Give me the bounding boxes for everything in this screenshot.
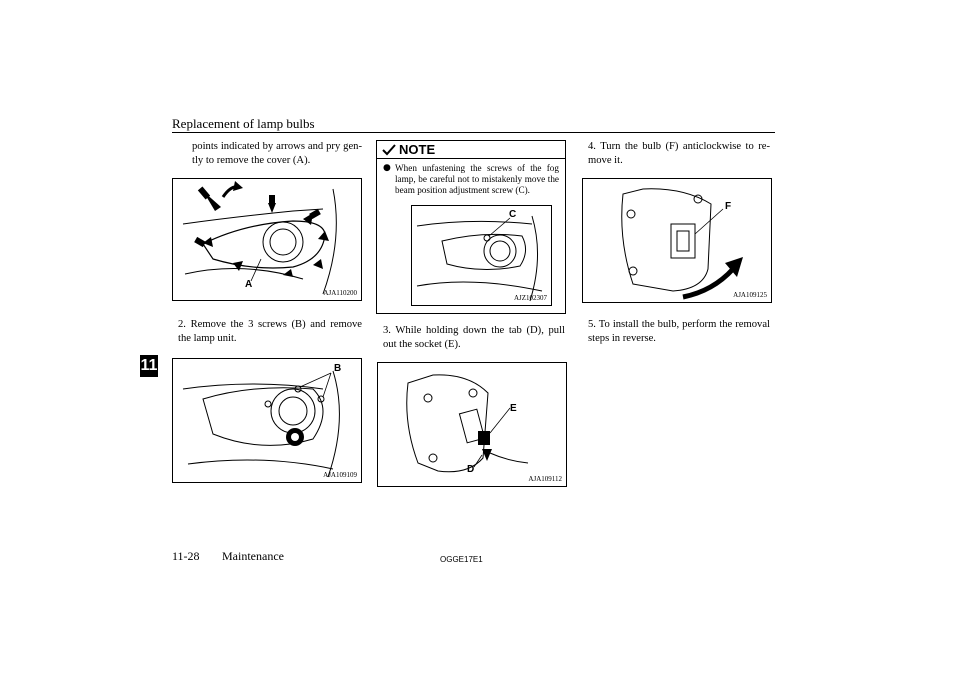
page-number: 11-28: [172, 549, 200, 563]
figure-code: AJA109109: [323, 471, 357, 479]
page-header-title: Replacement of lamp bulbs: [172, 116, 315, 131]
label-a: A: [245, 279, 253, 290]
note-bullet: ● When unfastening the screws of the fog…: [383, 163, 559, 196]
step2-text: 2. Remove the 3 screws (B) and remove th…: [178, 319, 362, 344]
adjust-screw-drawing: [416, 215, 543, 302]
figure-code: AJA109125: [733, 291, 767, 299]
step1-continued-text: points indicated by arrows and pry gen-t…: [192, 141, 362, 166]
note-header: NOTE: [377, 141, 565, 159]
document-code: OGGE17E1: [440, 555, 483, 564]
lamp-screws-drawing: [182, 370, 340, 478]
label-f: F: [725, 201, 732, 212]
step5-text: 5. To install the bulb, perform the remo…: [588, 319, 770, 344]
note-heading: NOTE: [399, 142, 436, 157]
cover-removal-drawing: [182, 181, 337, 295]
check-icon: [382, 144, 396, 156]
socket-removal-drawing: [406, 374, 529, 473]
figure-socket-removal: E D AJA109112: [377, 362, 567, 487]
figure-bulb-removal: F AJA109125: [582, 178, 772, 303]
figure-lamp-screws: B AJA109109: [172, 358, 362, 483]
note-bullet-text: When unfastening the screws of the fog l…: [395, 163, 559, 195]
label-b: B: [334, 363, 342, 374]
chapter-tab: 11: [140, 355, 158, 377]
figure-code: AJZ102307: [513, 294, 547, 302]
section-name: Maintenance: [222, 549, 284, 563]
bullet-icon: ●: [383, 163, 391, 173]
figure-code: AJA109112: [528, 475, 562, 483]
step4-text: 4. Turn the bulb (F) anticlockwise to re…: [588, 141, 770, 166]
step3-text: 3. While holding down the tab (D), pull …: [383, 325, 565, 350]
label-c: C: [509, 209, 517, 220]
figure-cover-removal: A AJA110200: [172, 178, 362, 301]
note-box: NOTE ● When unfastening the screws of th…: [376, 140, 566, 314]
label-d: D: [467, 464, 475, 475]
label-e: E: [510, 403, 517, 414]
bulb-removal-drawing: [621, 188, 743, 300]
header-rule: [172, 132, 775, 133]
figure-code: AJA110200: [323, 289, 357, 297]
figure-adjust-screw: C AJZ102307: [411, 205, 552, 306]
